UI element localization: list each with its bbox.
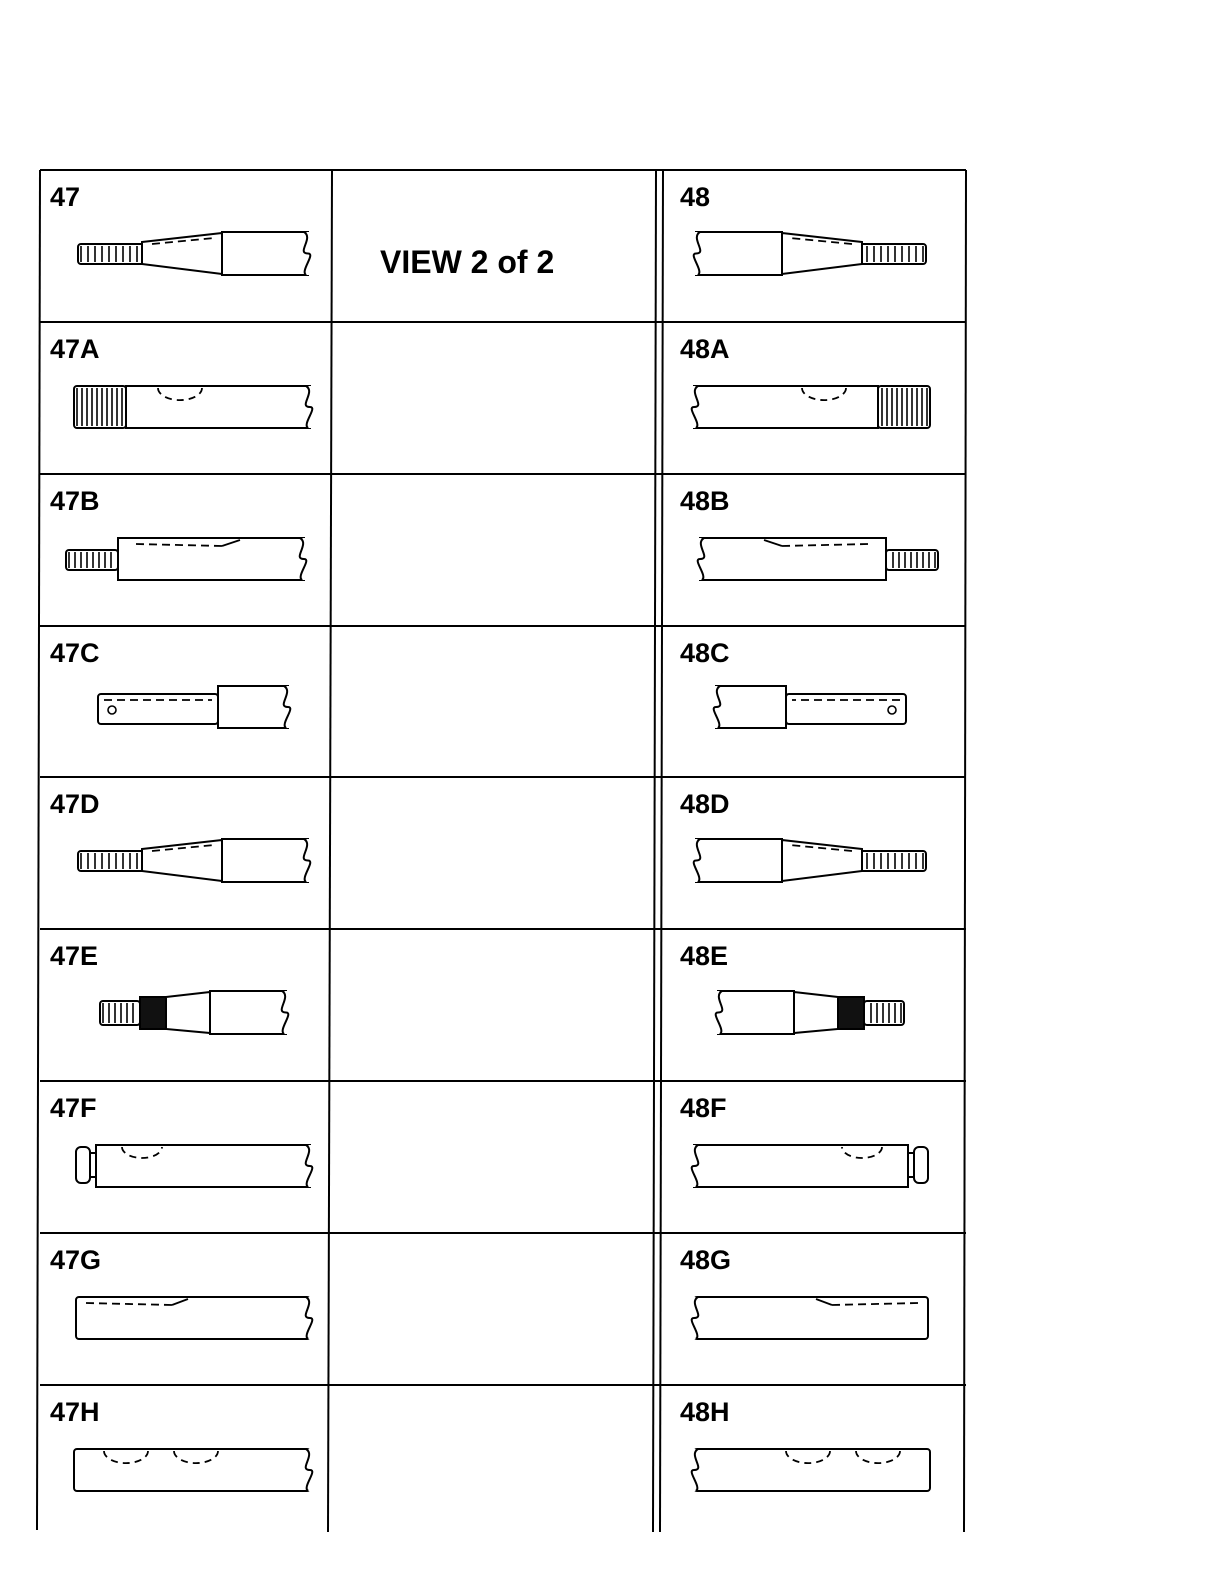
shaft-drawing-taper-thread [694,839,926,882]
part-label: 47 [50,182,80,212]
shaft-drawing-groove-keyway [76,1145,312,1187]
part-label: 47F [50,1093,97,1123]
shaft-drawing-taper-thread [78,839,310,882]
part-cell-48f: 48F [680,1093,928,1187]
part-cell-48: 48 [680,182,926,275]
part-cell-47a: 47A [50,334,312,428]
shaft-drawing-thread-keyway [692,386,930,428]
part-label: 47A [50,334,100,364]
shaft-drawing-taper-nut [716,991,904,1034]
part-label: 47C [50,638,100,668]
shaft-drawing-plain-keyslot [692,1297,928,1339]
part-label: 47B [50,486,100,516]
part-label: 48A [680,334,730,364]
part-label: 48 [680,182,710,212]
part-cell-48g: 48G [680,1245,928,1339]
shaft-drawing-stud-keyslot [698,538,938,580]
part-label: 47E [50,941,98,971]
part-label: 47G [50,1245,101,1275]
part-cell-47c: 47C [50,638,290,728]
part-cell-47d: 47D [50,789,310,882]
part-cell-47: 47 [50,182,310,275]
shaft-drawing-taper-thread [78,232,310,275]
part-cell-48a: 48A [680,334,930,428]
part-cell-47h: 47H [50,1397,312,1491]
part-label: 48C [680,638,730,668]
part-cell-48c: 48C [680,638,906,728]
part-cell-47g: 47G [50,1245,312,1339]
shaft-drawing-thread-keyway [74,386,312,428]
shaft-drawing-pin-step [98,686,290,728]
shaft-drawing-taper-thread [694,232,926,275]
part-cell-48e: 48E [680,941,904,1034]
shaft-drawing-double-keyway [692,1449,930,1491]
shaft-drawing-taper-nut [100,991,288,1034]
part-label: 48F [680,1093,727,1123]
shaft-drawing-double-keyway [74,1449,312,1491]
part-label: 48B [680,486,730,516]
part-label: 48H [680,1397,730,1427]
part-label: 48D [680,789,730,819]
shaft-drawing-pin-step [714,686,906,728]
part-label: 47D [50,789,100,819]
view-title: VIEW 2 of 2 [380,244,554,280]
part-label: 47H [50,1397,100,1427]
shaft-drawing-stud-keyslot [66,538,306,580]
part-label: 48E [680,941,728,971]
part-label: 48G [680,1245,731,1275]
part-cell-48h: 48H [680,1397,930,1491]
part-cell-48b: 48B [680,486,938,580]
shaft-drawing-groove-keyway [692,1145,928,1187]
part-cell-48d: 48D [680,789,926,882]
part-cell-47b: 47B [50,486,306,580]
part-cell-47f: 47F [50,1093,312,1187]
shaft-drawing-plain-keyslot [76,1297,312,1339]
part-cell-47e: 47E [50,941,288,1034]
